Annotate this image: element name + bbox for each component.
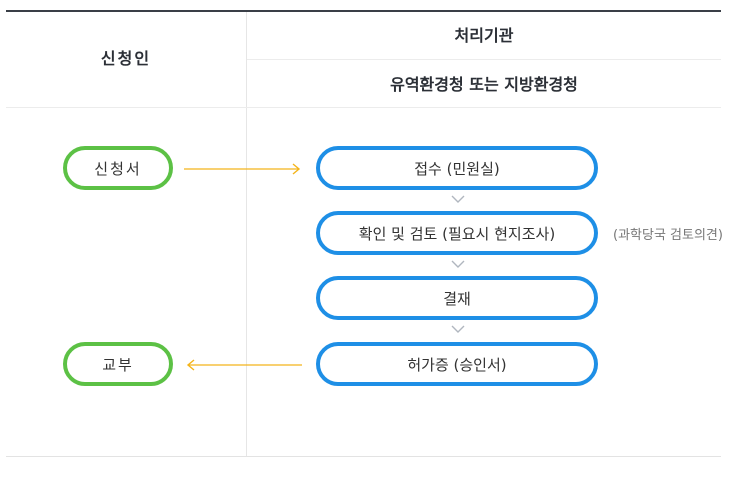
step-issuance: 교부 [63, 342, 173, 386]
header-bottom-divider [6, 107, 721, 108]
table-top-rule [6, 10, 721, 12]
column-divider [246, 12, 247, 457]
agency-column-header: 처리기관 [454, 26, 514, 45]
chevron-down-icon [451, 195, 465, 203]
step-review: 확인 및 검토 (필요시 현지조사) [316, 211, 598, 255]
header-row-divider [247, 59, 721, 60]
step-approval: 결재 [316, 276, 598, 320]
step-permit: 허가증 (승인서) [316, 342, 598, 386]
chevron-down-icon [451, 325, 465, 333]
arrow-left-icon [186, 359, 302, 371]
step-receipt-label: 접수 (민원실) [414, 159, 500, 178]
step-issuance-label: 교부 [102, 355, 134, 374]
step-review-label: 확인 및 검토 (필요시 현지조사) [358, 224, 556, 243]
arrow-right-icon [184, 163, 301, 175]
applicant-column-header: 신청인 [100, 49, 152, 68]
step-permit-label: 허가증 (승인서) [407, 355, 507, 374]
review-note: (과학당국 검토의견) [613, 228, 723, 243]
step-receipt: 접수 (민원실) [316, 146, 598, 190]
step-application: 신청서 [63, 146, 173, 190]
step-approval-label: 결재 [443, 289, 471, 308]
chevron-down-icon [451, 260, 465, 268]
agency-sub-header: 유역환경청 또는 지방환경청 [390, 75, 578, 94]
step-application-label: 신청서 [94, 159, 142, 178]
table-bottom-rule [6, 456, 721, 457]
